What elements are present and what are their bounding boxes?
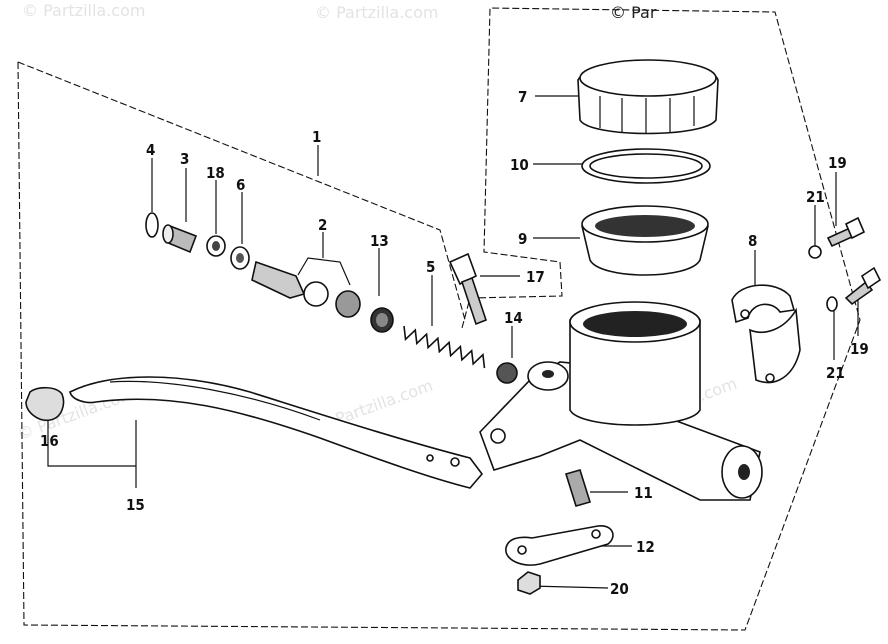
handlebar-clamp [731, 284, 801, 384]
leader-lines [47, 95, 859, 589]
label-part-9: 9 [518, 230, 527, 248]
label-part-21-upper: 21 [806, 188, 825, 206]
clamp-bolts [808, 216, 882, 312]
retaining-plate [505, 525, 614, 566]
label-part-11: 11 [634, 484, 653, 502]
label-part-17: 17 [526, 268, 545, 286]
gasket-ring-inner [589, 153, 703, 179]
label-part-10: 10 [510, 156, 529, 174]
piston-parts [145, 212, 394, 333]
label-part-8: 8 [748, 232, 757, 250]
label-part-12: 12 [636, 538, 655, 556]
label-part-16: 16 [40, 432, 59, 450]
bolt-17 [448, 252, 487, 326]
label-part-4: 4 [146, 141, 155, 159]
label-part-3: 3 [180, 150, 189, 168]
watermark: © Partzilla.com [22, 1, 145, 20]
label-part-18: 18 [206, 164, 225, 182]
master-cylinder-body [479, 301, 763, 501]
nut [517, 571, 541, 595]
pin [564, 469, 592, 507]
spring [403, 325, 518, 384]
label-part-20: 20 [610, 580, 629, 598]
label-part-2: 2 [318, 216, 327, 234]
label-part-13: 13 [370, 232, 389, 250]
label-part-14: 14 [504, 309, 523, 327]
label-part-6: 6 [236, 176, 245, 194]
brake-lever [25, 376, 484, 489]
label-part-21-lower: 21 [826, 364, 845, 382]
diaphragm [581, 205, 709, 276]
label-part-15: 15 [126, 496, 145, 514]
watermark: © Par [610, 3, 657, 22]
label-part-7: 7 [518, 88, 527, 106]
label-part-19-upper: 19 [828, 154, 847, 172]
reservoir-cap [577, 59, 719, 135]
label-part-19-lower: 19 [850, 340, 869, 358]
label-part-5: 5 [426, 258, 435, 276]
assembly-boundary [17, 7, 861, 631]
part-labels: 1 2 3 4 5 6 7 8 9 10 11 12 13 14 15 16 1… [40, 88, 869, 598]
watermark: © Partzilla.com [315, 3, 438, 22]
label-part-1: 1 [312, 128, 321, 146]
